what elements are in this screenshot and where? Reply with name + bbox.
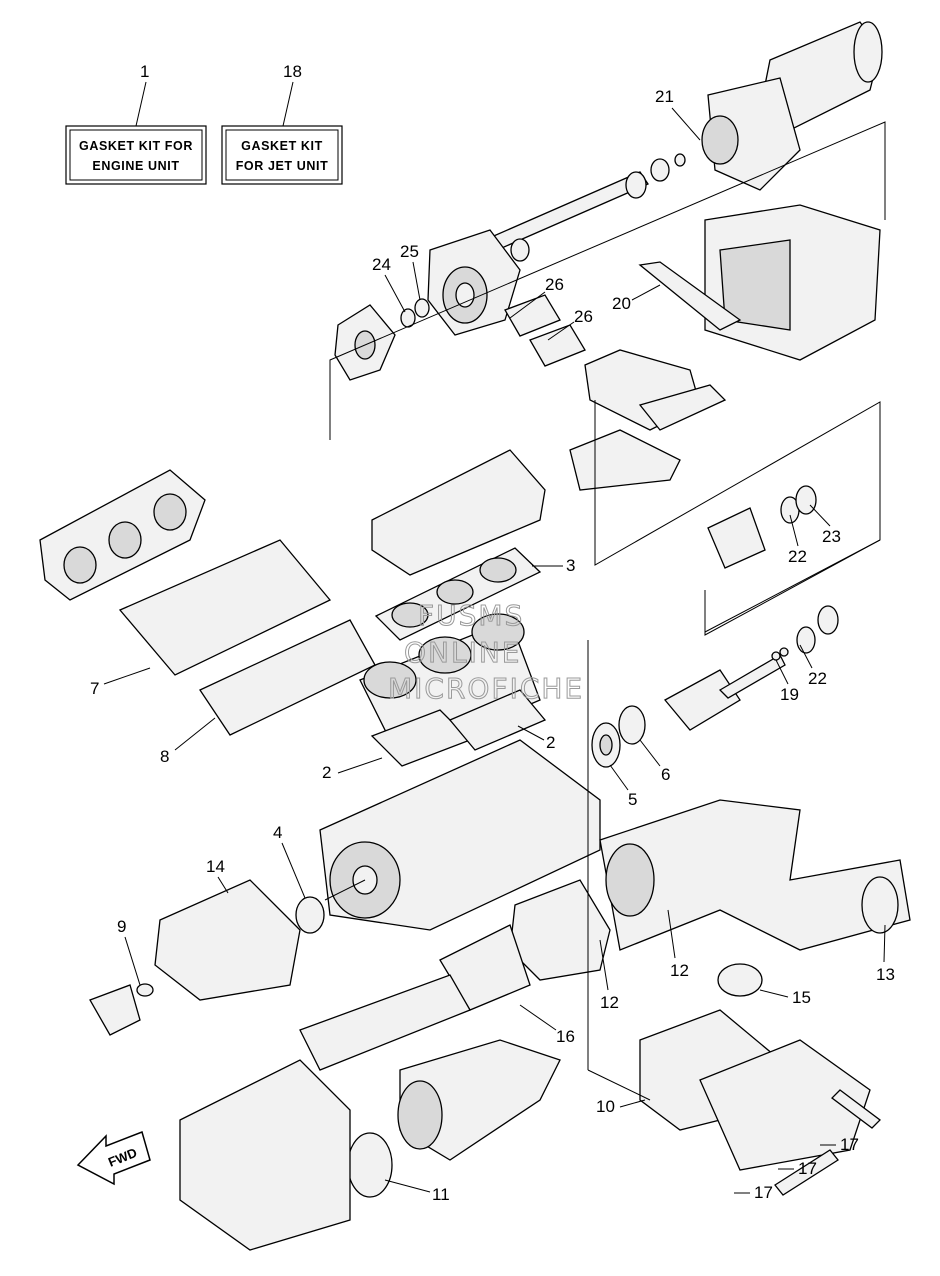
callout-22-a[interactable]: 22 (788, 514, 807, 566)
svg-text:17: 17 (798, 1159, 817, 1178)
svg-text:25: 25 (400, 242, 419, 261)
callout-2-b[interactable]: 2 (322, 757, 383, 782)
jet-pump-assembly (334, 21, 883, 491)
callout-22-b[interactable]: 22 (799, 644, 827, 688)
svg-text:12: 12 (670, 961, 689, 980)
engine-top-end (359, 449, 547, 767)
callout-25[interactable]: 25 (400, 242, 421, 301)
svg-text:19: 19 (780, 685, 799, 704)
callout-13[interactable]: 13 (876, 924, 895, 984)
callout-3[interactable]: 3 (532, 556, 575, 575)
svg-text:8: 8 (160, 747, 169, 766)
callout-7[interactable]: 7 (90, 667, 151, 698)
svg-text:12: 12 (600, 993, 619, 1012)
callout-26-b[interactable]: 26 (547, 307, 593, 341)
callout-15[interactable]: 15 (759, 988, 811, 1007)
callout-21[interactable]: 21 (655, 87, 701, 141)
svg-text:20: 20 (612, 294, 631, 313)
gasket-kit-engine-label[interactable]: 1 GASKET KIT FOR ENGINE UNIT (65, 62, 207, 185)
svg-text:6: 6 (661, 765, 670, 784)
callout-9[interactable]: 9 (117, 917, 141, 986)
svg-text:13: 13 (876, 965, 895, 984)
forward-direction-arrow: FWD (76, 1131, 151, 1186)
svg-text:21: 21 (655, 87, 674, 106)
callout-2-a[interactable]: 2 (517, 725, 555, 752)
gasket-kit-jet-label[interactable]: 18 GASKET KIT FOR JET UNIT (221, 62, 343, 185)
svg-text:MICROFICHE: MICROFICHE (388, 672, 584, 705)
svg-text:26: 26 (574, 307, 593, 326)
svg-text:FUSMS: FUSMS (418, 599, 524, 632)
callout-17-a[interactable]: 17 (820, 1135, 859, 1154)
callout-19[interactable]: 19 (775, 659, 799, 704)
grouping-frames (329, 121, 886, 1101)
svg-text:4: 4 (273, 823, 282, 842)
svg-text:GASKET KIT: GASKET KIT (241, 139, 323, 153)
exhaust-system (89, 799, 911, 1251)
callout-12-a[interactable]: 12 (667, 909, 689, 980)
svg-text:22: 22 (788, 547, 807, 566)
callout-11[interactable]: 11 (384, 1179, 450, 1204)
callout-20[interactable]: 20 (612, 284, 661, 313)
crankcase (154, 739, 601, 1001)
callout-17-c[interactable]: 17 (734, 1183, 773, 1202)
callout-24[interactable]: 24 (372, 255, 406, 313)
callout-14[interactable]: 14 (206, 857, 229, 894)
watermark: FUSMS ONLINE MICROFICHE (388, 599, 584, 706)
svg-text:26: 26 (545, 275, 564, 294)
svg-text:FOR JET UNIT: FOR JET UNIT (236, 159, 329, 173)
callout-8[interactable]: 8 (160, 717, 216, 766)
svg-text:23: 23 (822, 527, 841, 546)
callout-12-b[interactable]: 12 (599, 939, 619, 1012)
coupling-assembly (591, 485, 839, 768)
svg-text:ONLINE: ONLINE (404, 636, 521, 669)
callout-26-a[interactable]: 26 (509, 275, 564, 319)
svg-text:24: 24 (372, 255, 391, 274)
intake-assembly (39, 469, 376, 736)
svg-text:7: 7 (90, 679, 99, 698)
svg-text:15: 15 (792, 988, 811, 1007)
svg-text:10: 10 (596, 1097, 615, 1116)
callout-10[interactable]: 10 (596, 1097, 646, 1116)
svg-text:17: 17 (840, 1135, 859, 1154)
callout-17-b[interactable]: 17 (778, 1159, 817, 1178)
callout-6[interactable]: 6 (639, 739, 670, 784)
svg-text:11: 11 (432, 1185, 450, 1204)
callout-4[interactable]: 4 (273, 823, 306, 899)
svg-text:2: 2 (546, 733, 555, 752)
svg-text:GASKET KIT FOR: GASKET KIT FOR (79, 139, 193, 153)
svg-text:3: 3 (566, 556, 575, 575)
svg-text:16: 16 (556, 1027, 575, 1046)
svg-text:9: 9 (117, 917, 126, 936)
svg-text:17: 17 (754, 1183, 773, 1202)
svg-text:5: 5 (628, 790, 637, 809)
callout-16[interactable]: 16 (519, 1004, 575, 1046)
svg-text:18: 18 (283, 62, 302, 81)
svg-text:14: 14 (206, 857, 225, 876)
svg-text:22: 22 (808, 669, 827, 688)
svg-text:ENGINE UNIT: ENGINE UNIT (92, 159, 179, 173)
callout-5[interactable]: 5 (609, 764, 637, 809)
callout-23[interactable]: 23 (809, 504, 841, 546)
svg-text:2: 2 (322, 763, 331, 782)
svg-text:1: 1 (140, 62, 149, 81)
